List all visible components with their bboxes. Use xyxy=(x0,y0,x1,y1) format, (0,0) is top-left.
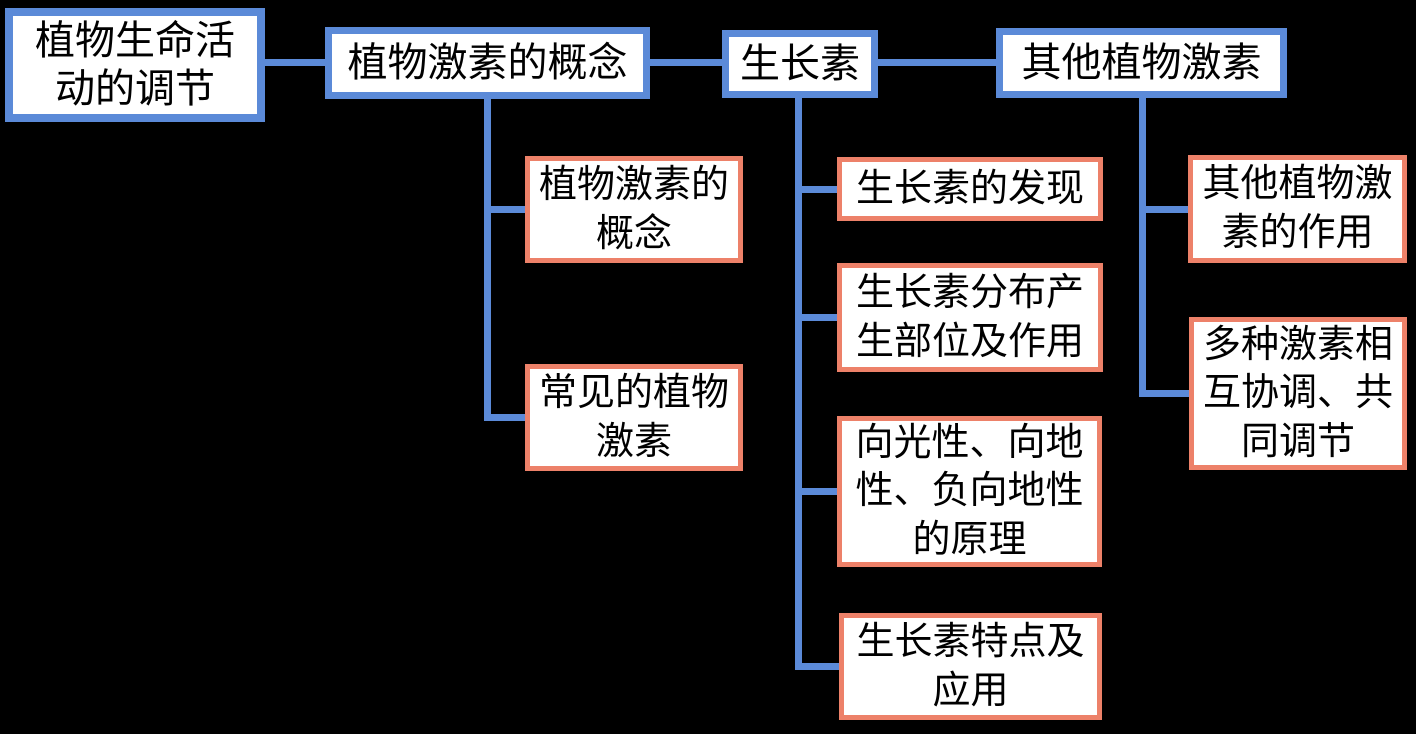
node-hormone-concept-detail: 植物激素的 概念 xyxy=(525,156,743,263)
connector-branch2-leaf2-stub xyxy=(795,314,837,321)
connector-branch2-leaf4-stub xyxy=(795,663,839,670)
connector-branch3-trunk xyxy=(1139,98,1146,397)
connector-branch1-trunk xyxy=(484,99,491,421)
connector-branch1-leaf1-stub xyxy=(484,206,525,213)
connector-root-to-branch1 xyxy=(265,59,325,66)
connector-branch2-trunk xyxy=(795,98,802,670)
node-auxin-discovery: 生长素的发现 xyxy=(837,157,1103,221)
node-other-hormones-functions: 其他植物激 素的作用 xyxy=(1188,155,1407,263)
node-auxin-distribution-function: 生长素分布产 生部位及作用 xyxy=(837,263,1103,372)
connector-branch2-leaf3-stub xyxy=(795,488,837,495)
node-auxin-traits-applications: 生长素特点及 应用 xyxy=(839,613,1102,720)
connector-branch2-leaf1-stub xyxy=(795,186,837,193)
connector-branch1-leaf2-stub xyxy=(484,414,525,421)
connector-branch1-to-branch2 xyxy=(650,59,722,66)
connector-branch3-leaf2-stub xyxy=(1139,390,1189,397)
node-tropism-principles: 向光性、向地 性、负向地性 的原理 xyxy=(837,416,1102,567)
connector-branch2-to-branch3 xyxy=(878,59,996,66)
node-hormone-coordination: 多种激素相 互协调、共 同调节 xyxy=(1189,317,1407,470)
connector-branch3-leaf1-stub xyxy=(1139,206,1188,213)
node-auxin: 生长素 xyxy=(722,30,878,98)
node-common-plant-hormones: 常见的植物 激素 xyxy=(525,364,743,471)
node-other-plant-hormones: 其他植物激素 xyxy=(996,28,1287,98)
node-plant-hormone-concept: 植物激素的概念 xyxy=(325,27,650,99)
node-plant-life-regulation: 植物生命活 动的调节 xyxy=(5,8,265,122)
